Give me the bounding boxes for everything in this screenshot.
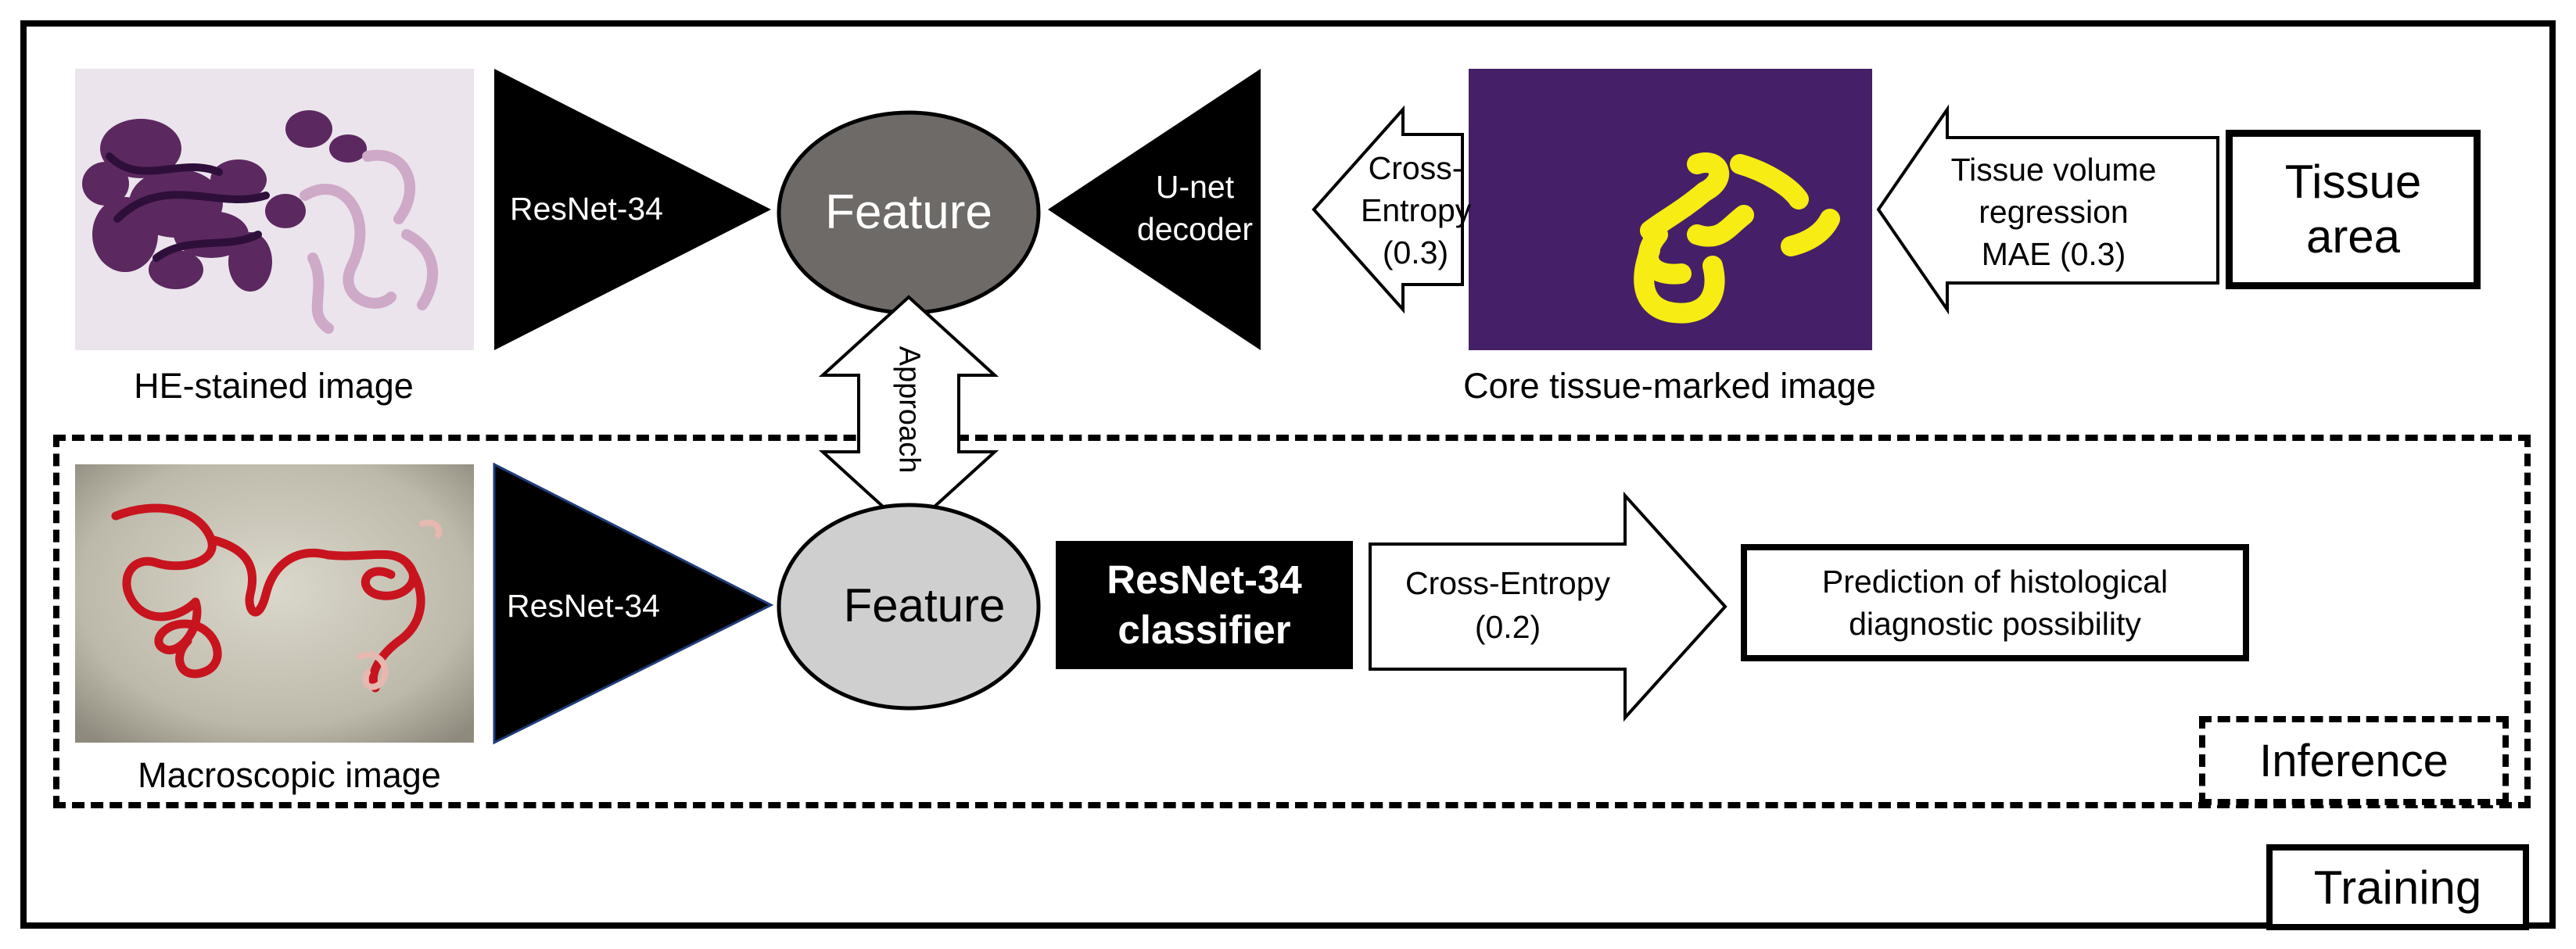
cross-entropy-top-arrow bbox=[1311, 105, 1464, 314]
feature-bottom-ellipse bbox=[777, 503, 1041, 711]
macroscopic-caption: Macroscopic image bbox=[138, 755, 441, 795]
regression-line-2: regression bbox=[1979, 194, 2129, 230]
resnet-encoder-top-shape bbox=[494, 69, 771, 350]
resnet-classifier-line-2: classifier bbox=[1118, 607, 1291, 652]
unet-decoder-line-2: decoder bbox=[1136, 211, 1254, 247]
unet-decoder-shape bbox=[1048, 69, 1261, 350]
resnet-encoder-bottom-shape bbox=[493, 462, 774, 745]
inference-frame bbox=[53, 435, 2531, 808]
cross-entropy-top-line-1: Cross- bbox=[1368, 150, 1463, 186]
core-tissue-caption: Core tissue-marked image bbox=[1463, 366, 1876, 406]
regression-arrow bbox=[1876, 104, 2219, 315]
resnet-encoder-bottom-label: ResNet-34 bbox=[507, 588, 660, 624]
unet-decoder-label: U-net decoder bbox=[1132, 166, 1258, 250]
training-frame bbox=[20, 20, 2556, 929]
feature-top-label: Feature bbox=[825, 185, 992, 239]
regression-label: Tissue volume regression MAE (0.3) bbox=[1921, 149, 2187, 275]
tissue-area-box: Tissue area bbox=[2226, 130, 2481, 289]
resnet-classifier-box: ResNet-34 classifier bbox=[1056, 541, 1353, 669]
cross-entropy-top-line-2: Entropy bbox=[1361, 192, 1472, 228]
regression-line-3: MAE (0.3) bbox=[1981, 236, 2126, 272]
unet-decoder-line-1: U-net bbox=[1155, 169, 1235, 205]
tissue-area-line-1: Tissue bbox=[2284, 156, 2422, 208]
cross-entropy-bottom-line-1: Cross-Entropy bbox=[1405, 565, 1610, 601]
cross-entropy-bottom-label: Cross-Entropy (0.2) bbox=[1375, 561, 1641, 649]
prediction-line-2: diagnostic possibility bbox=[1849, 606, 2141, 642]
approach-label: Approach bbox=[892, 346, 926, 474]
feature-bottom-label: Feature bbox=[843, 579, 1006, 632]
prediction-box: Prediction of histological diagnostic po… bbox=[1741, 544, 2249, 661]
training-label-box: Training bbox=[2266, 844, 2529, 930]
he-stained-image bbox=[75, 69, 474, 350]
regression-line-1: Tissue volume bbox=[1950, 152, 2157, 188]
core-tissue-marked-image bbox=[1469, 69, 1872, 350]
training-label: Training bbox=[2313, 861, 2482, 914]
prediction-line-1: Prediction of histological bbox=[1821, 564, 2169, 600]
cross-entropy-bottom-line-2: (0.2) bbox=[1474, 609, 1541, 645]
cross-entropy-top-line-3: (0.3) bbox=[1382, 235, 1449, 270]
macroscopic-image bbox=[75, 464, 474, 743]
cross-entropy-bottom-arrow bbox=[1369, 491, 1727, 722]
he-stained-caption: HE-stained image bbox=[134, 366, 414, 406]
cross-entropy-top-label: Cross- Entropy (0.3) bbox=[1361, 147, 1472, 274]
inference-label: Inference bbox=[2259, 735, 2449, 786]
tissue-area-line-2: area bbox=[2305, 210, 2401, 263]
resnet-classifier-line-1: ResNet-34 bbox=[1107, 557, 1302, 602]
inference-label-box: Inference bbox=[2199, 716, 2509, 805]
resnet-encoder-top-label: ResNet-34 bbox=[510, 191, 663, 227]
